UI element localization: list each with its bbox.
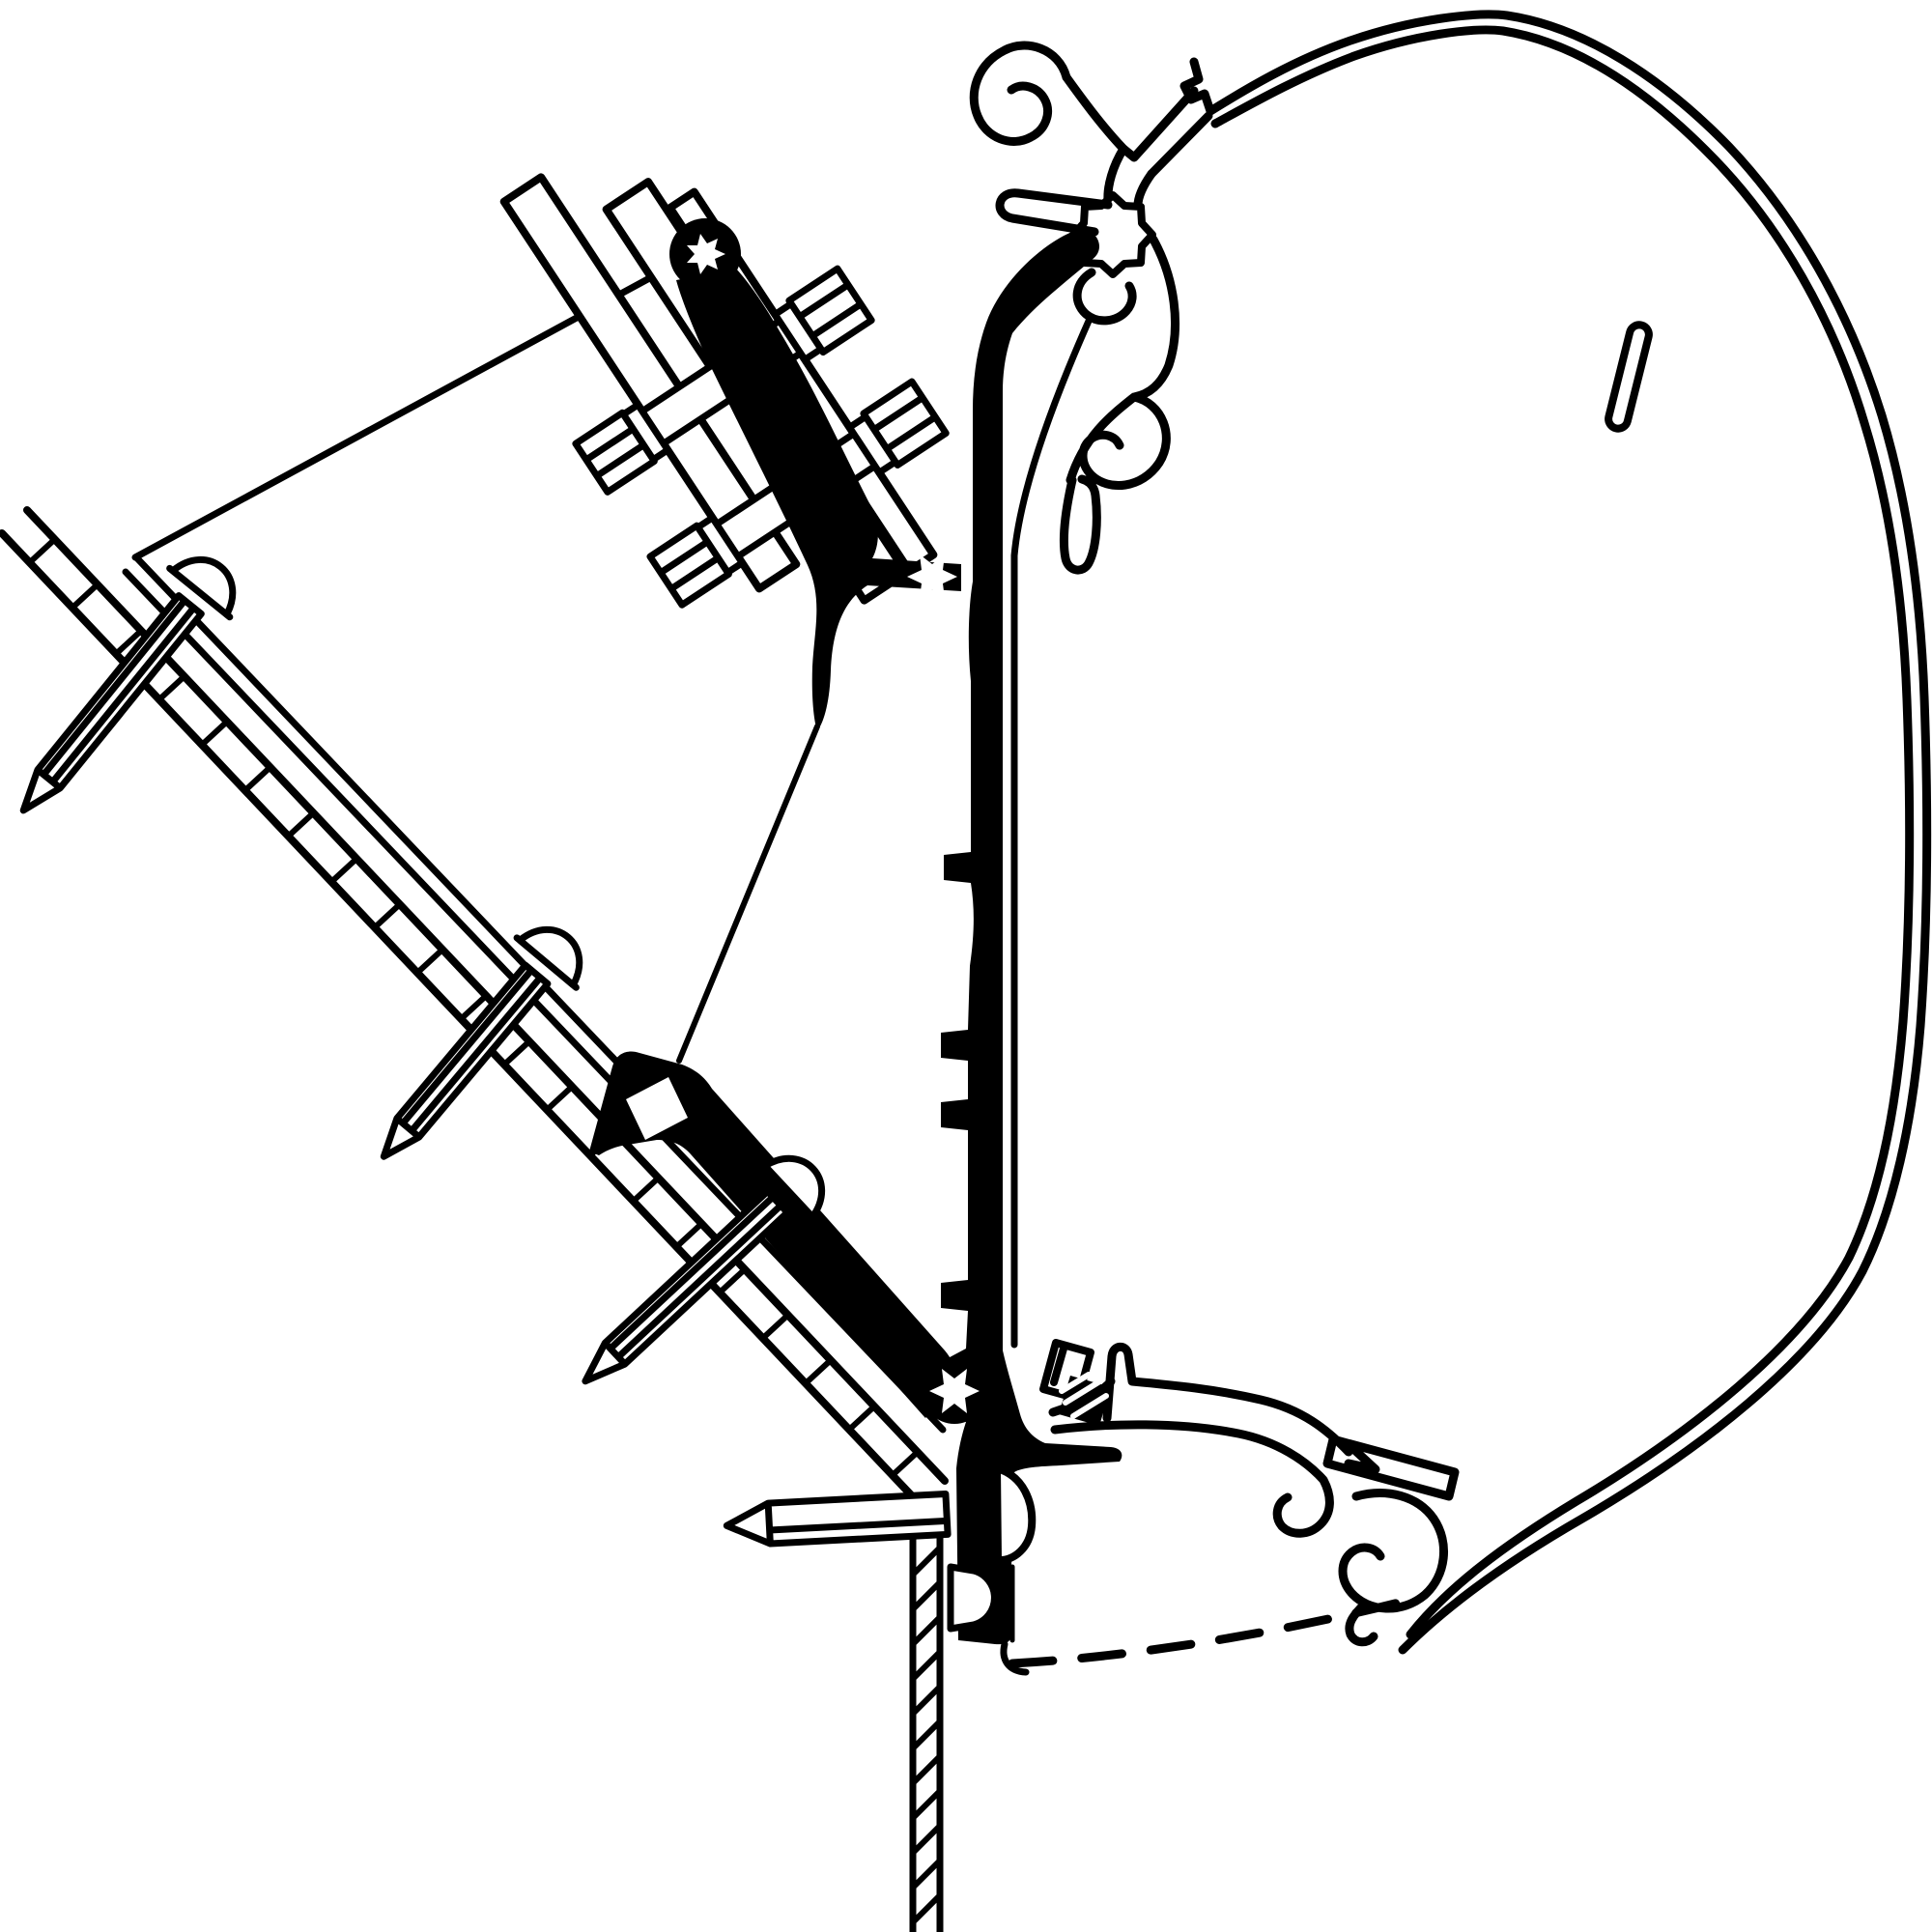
adapter-hook-band [589, 1051, 954, 1418]
link-star-knob [907, 554, 957, 599]
rail-hook-curl [969, 41, 1071, 146]
adapter-port-star-hole [687, 234, 725, 274]
cassette-shell-outer [1179, 10, 1932, 1655]
lower-rail-profile [1048, 1342, 1460, 1647]
leader-line [676, 724, 820, 1064]
wall-bar-hatch [910, 1545, 943, 1925]
screw-2 [380, 926, 583, 1160]
screw-1 [19, 556, 237, 814]
screw-3 [582, 1154, 826, 1385]
rail-right-branch-c [1059, 235, 1180, 575]
adapter-band [676, 269, 961, 731]
rail-left-prong [995, 188, 1113, 237]
rail-web-lower [1147, 111, 1213, 179]
clamp-dome [993, 1464, 1037, 1564]
adapter-main-bar [914, 229, 1122, 1645]
wall-bar-sides [909, 1530, 944, 1932]
dashed-fabric-line [1008, 1597, 1407, 1668]
shell-detent-pill [1605, 321, 1653, 433]
lower-star-knob [929, 1369, 980, 1413]
clamp-nut-hatch [1059, 1372, 1109, 1419]
foot-c-notch [947, 1563, 998, 1633]
panel-strip-rungs [27, 536, 921, 1478]
bolt-washers-hexes [572, 265, 950, 609]
screw-4 [723, 1490, 952, 1548]
bolt-slab-left [499, 173, 801, 593]
foot-bottom-step [1000, 1640, 1030, 1676]
rail-small-c-hook [1072, 268, 1137, 326]
hook-band-notch [626, 1077, 688, 1140]
clamp-dome-lines [1002, 1562, 1015, 1645]
cassette-shell-inner [1210, 25, 1915, 1639]
rail-web-line [1010, 315, 1094, 1349]
